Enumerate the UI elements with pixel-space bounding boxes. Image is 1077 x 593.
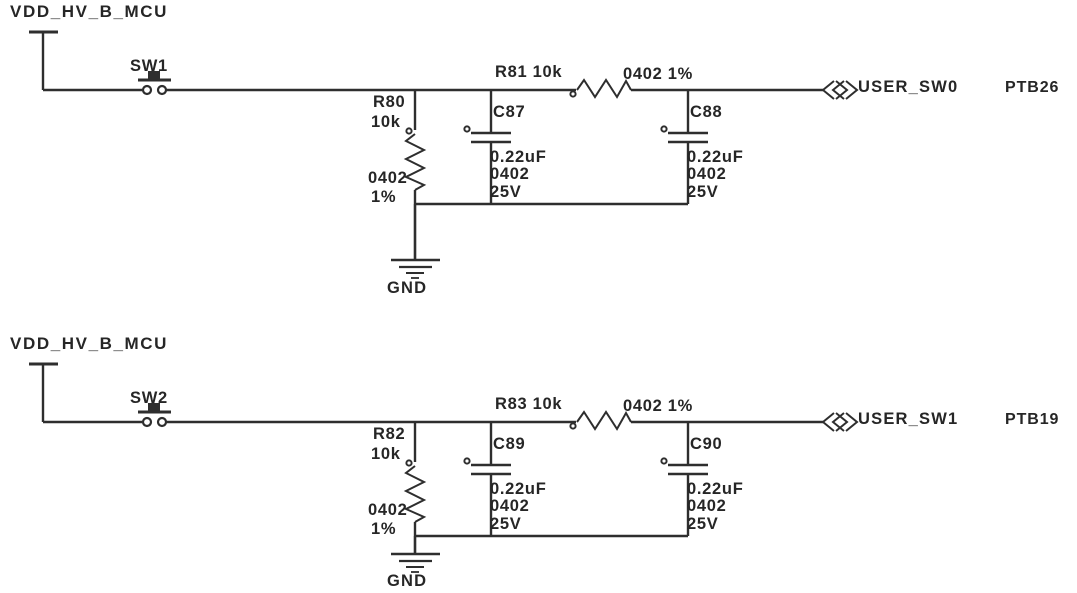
capacitor-a-package: 0402 [490,497,530,515]
capacitor-icon-b [660,90,708,204]
ground-icon [391,536,440,573]
series-resistor-label: R83 10k [495,395,563,413]
capacitor-a-package: 0402 [490,165,530,183]
pulldown-resistor-tolerance: 1% [371,520,397,538]
capacitor-a-refdes: C89 [493,435,526,453]
circuit-1-graphics [29,30,859,279]
capacitor-b-refdes: C88 [690,103,723,121]
power-bar-icon [29,362,58,422]
capacitor-icon-a [463,90,511,204]
series-resistor-spec: 0402 1% [623,397,694,415]
user-switch-circuit-2: VDD_HV_B_MCU SW2 R82 10k 0402 1% R83 10k… [0,332,1077,593]
capacitor-b-package: 0402 [687,165,727,183]
series-resistor-spec: 0402 1% [623,65,694,83]
circuit-2-graphics [29,362,859,573]
capacitor-icon-b [660,422,708,536]
capacitor-b-voltage: 25V [687,515,719,533]
capacitor-b-value: 0.22uF [687,148,744,166]
pulldown-resistor-value: 10k [371,113,401,131]
ground-icon [391,204,440,279]
capacitor-b-package: 0402 [687,497,727,515]
mcu-pin-label: PTB19 [1005,411,1060,428]
pulldown-resistor-value: 10k [371,445,401,463]
signal-net-label: USER_SW1 [858,410,959,428]
power-net-label: VDD_HV_B_MCU [10,2,169,21]
pulldown-resistor-package: 0402 [368,169,408,187]
pulldown-resistor-package: 0402 [368,501,408,519]
capacitor-a-refdes: C87 [493,103,526,121]
capacitor-b-refdes: C90 [690,435,723,453]
capacitor-a-voltage: 25V [490,515,522,533]
switch-refdes: SW1 [130,57,168,75]
switch-refdes: SW2 [130,389,168,407]
port-icon [821,80,859,100]
capacitor-a-value: 0.22uF [490,148,547,166]
pulldown-resistor-refdes: R82 [373,425,406,443]
capacitor-icon-a [463,422,511,536]
mcu-pin-label: PTB26 [1005,79,1060,96]
capacitor-b-voltage: 25V [687,183,719,201]
pulldown-resistor-tolerance: 1% [371,188,397,206]
capacitor-a-value: 0.22uF [490,480,547,498]
port-icon [821,412,859,432]
signal-net-label: USER_SW0 [858,78,959,96]
pulldown-resistor-refdes: R80 [373,93,406,111]
ground-net-label: GND [387,572,428,590]
power-bar-icon [29,30,58,90]
resistor-icon-series [569,410,632,431]
pushbutton-icon [138,403,171,428]
user-switch-circuit-1: VDD_HV_B_MCU SW1 R80 10k 0402 1% R81 10k… [10,2,1060,297]
series-resistor-label: R81 10k [495,63,563,81]
power-net-label: VDD_HV_B_MCU [10,334,169,353]
resistor-icon-pulldown [403,90,427,204]
pushbutton-icon [138,71,171,96]
capacitor-b-value: 0.22uF [687,480,744,498]
ground-net-label: GND [387,279,428,297]
capacitor-a-voltage: 25V [490,183,522,201]
resistor-icon-pulldown [403,422,427,536]
resistor-icon-series [569,78,632,99]
